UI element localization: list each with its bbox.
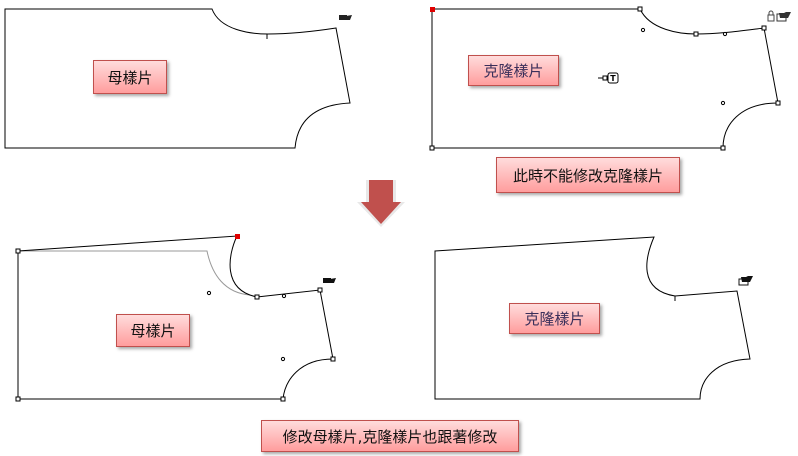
control-points[interactable]	[429, 6, 781, 151]
master-piece-label-bottom: 母樣片	[116, 314, 190, 347]
text-marker-icon[interactable]: T	[598, 72, 619, 84]
lock-icon	[767, 10, 775, 22]
original-outline	[18, 250, 251, 296]
selected-point[interactable]	[430, 7, 435, 12]
bottom-note: 修改母樣片,克隆樣片也跟著修改	[261, 420, 519, 452]
selected-point[interactable]	[235, 234, 240, 239]
down-arrow-icon	[357, 180, 405, 227]
clone-piece-top[interactable]	[431, 8, 779, 149]
folder-icon	[776, 12, 791, 22]
master-piece-label-top: 母樣片	[93, 60, 167, 94]
svg-text:T: T	[610, 74, 616, 83]
clone-piece-label-top: 克隆樣片	[468, 55, 559, 86]
clone-piece-label-bottom: 克隆樣片	[509, 303, 600, 334]
folder-icon	[339, 15, 352, 20]
clone-piece-bottom[interactable]	[434, 236, 751, 400]
master-piece-top[interactable]	[4, 8, 351, 149]
clone-locked-note: 此時不能修改克隆樣片	[496, 157, 680, 193]
folder-icon	[738, 276, 753, 286]
control-points[interactable]	[15, 248, 336, 402]
folder-icon	[323, 278, 336, 283]
